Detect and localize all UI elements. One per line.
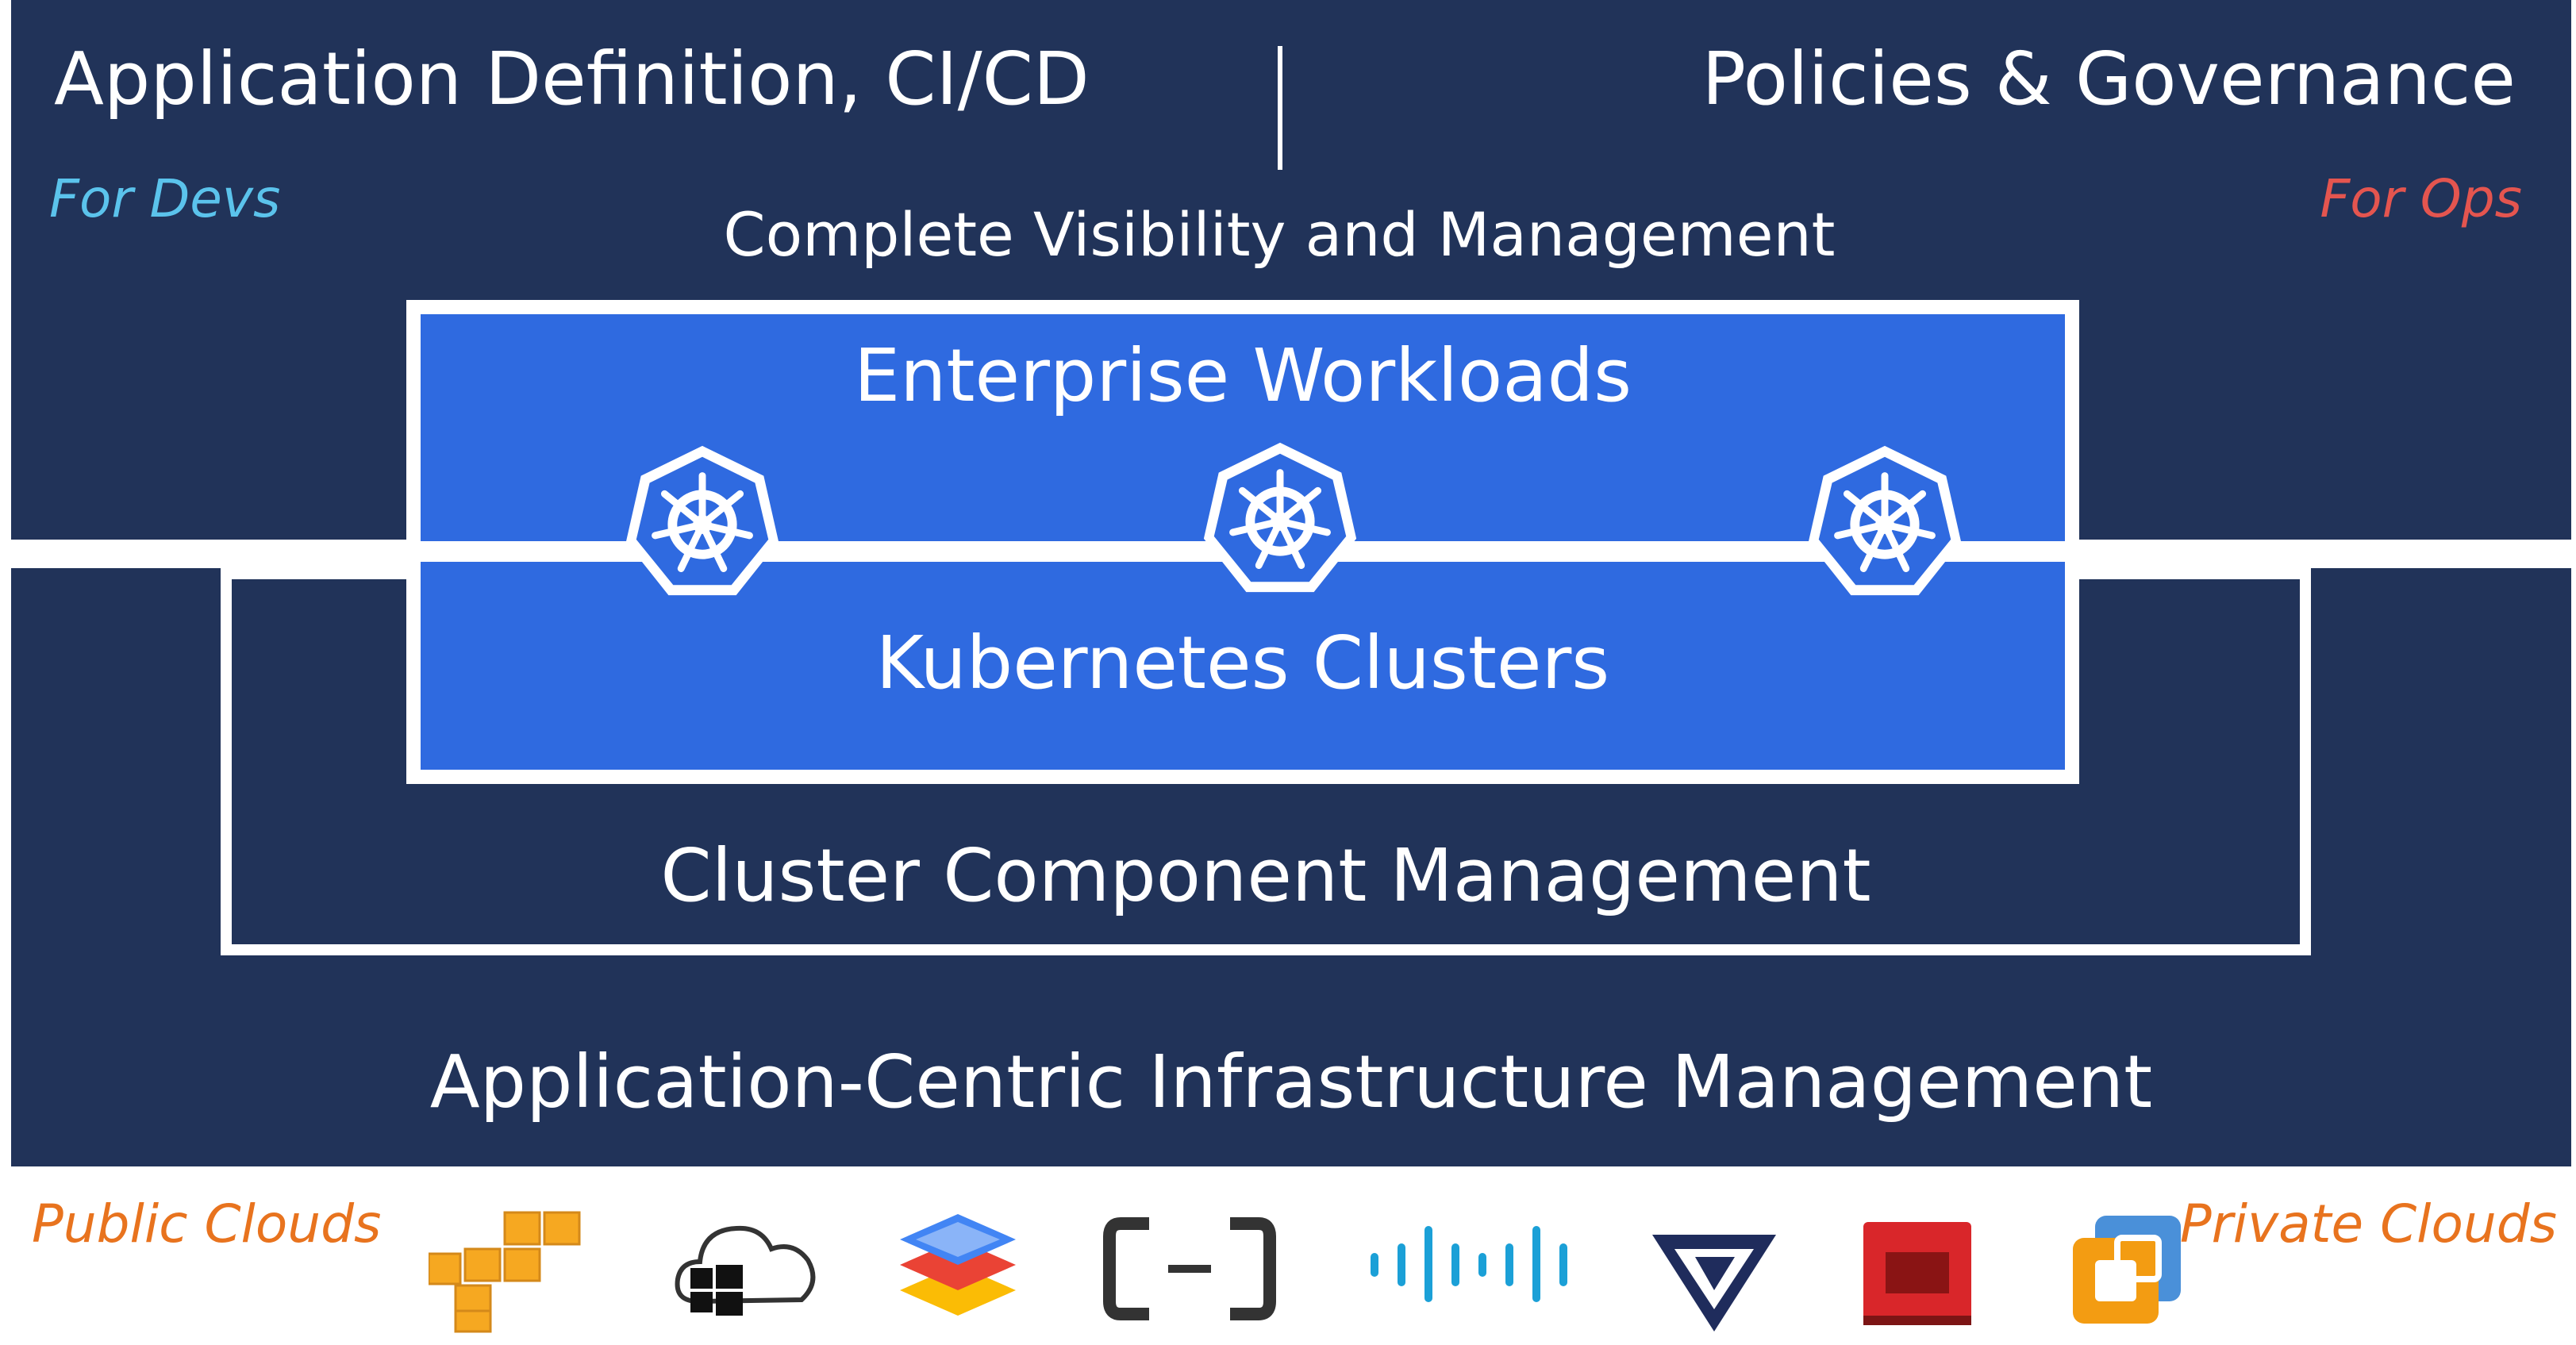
app-definition-title: Application Definition, CI/CD	[54, 37, 1090, 121]
vmware-icon	[2073, 1216, 2181, 1324]
kubernetes-icon	[625, 445, 779, 596]
visibility-subtitle: Complete Visibility and Management	[723, 199, 1836, 270]
cisco-icon	[1371, 1226, 1567, 1302]
aws-icon	[429, 1211, 581, 1333]
enterprise-workloads-label: Enterprise Workloads	[853, 333, 1632, 418]
openstack-icon	[1863, 1222, 1971, 1325]
vexxhost-icon	[1652, 1235, 1776, 1332]
header-divider	[1278, 46, 1282, 170]
cluster-component-management-label: Cluster Component Management	[660, 833, 1871, 918]
policies-title: Policies & Governance	[1701, 37, 2516, 121]
kubernetes-clusters-label: Kubernetes Clusters	[875, 621, 1610, 705]
kubernetes-icon	[1808, 445, 1962, 596]
alibaba-cloud-icon	[1103, 1217, 1276, 1320]
azure-icon	[675, 1225, 816, 1316]
for-devs-label: For Devs	[49, 168, 281, 229]
google-cloud-icon	[900, 1214, 1016, 1316]
infrastructure-management-label: Application-Centric Infrastructure Manag…	[429, 1039, 2153, 1124]
private-clouds-label: Private Clouds	[2179, 1193, 2557, 1255]
public-clouds-label: Public Clouds	[32, 1193, 382, 1255]
kubernetes-icon	[1203, 442, 1357, 593]
for-ops-label: For Ops	[2320, 168, 2522, 229]
